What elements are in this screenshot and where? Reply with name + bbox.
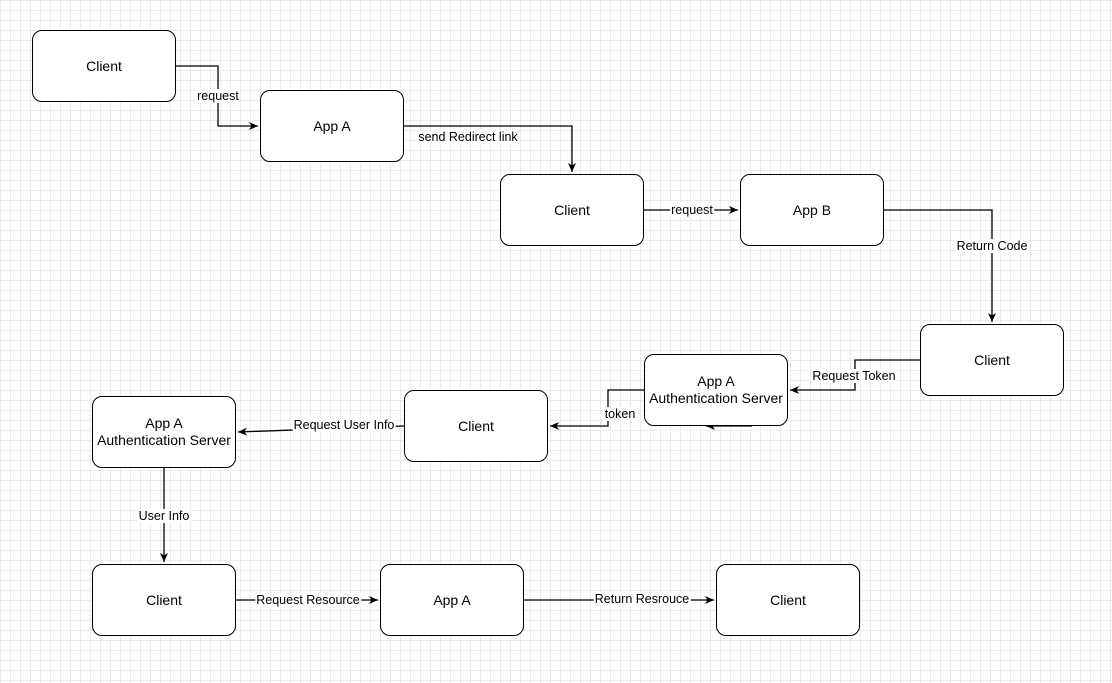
- edge-label-user-info: User Info: [137, 509, 191, 523]
- edge-label-request: request: [196, 89, 240, 103]
- node-app-a-2[interactable]: App A: [380, 564, 524, 636]
- node-app-a-1[interactable]: App A: [260, 90, 404, 162]
- node-label: App A Authentication Server: [649, 373, 783, 406]
- edge-label-request-token: Request Token: [811, 369, 897, 383]
- node-auth-server-1[interactable]: App A Authentication Server: [644, 354, 788, 426]
- node-label: App A: [313, 117, 351, 134]
- node-client-5[interactable]: Client: [92, 564, 236, 636]
- edge-label-return-resource: Return Resrouce: [593, 592, 691, 606]
- node-label: App B: [792, 201, 832, 218]
- edge-label-token: token: [603, 407, 637, 421]
- node-client-3[interactable]: Client: [920, 324, 1064, 396]
- edge-label-request: request: [670, 203, 714, 217]
- node-client-6[interactable]: Client: [716, 564, 860, 636]
- node-app-b[interactable]: App B: [740, 174, 884, 246]
- edge-label-request-user-info: Request User Info: [292, 418, 396, 432]
- node-label: Client: [770, 591, 806, 608]
- node-label: App A: [433, 591, 471, 608]
- edge-appA1-to-client2: [404, 125, 576, 172]
- node-auth-server-2[interactable]: App A Authentication Server: [92, 396, 236, 468]
- edge-label-return-code: Return Code: [955, 239, 1029, 253]
- node-label: App A Authentication Server: [97, 415, 231, 448]
- node-label: Client: [458, 417, 494, 434]
- node-client-4[interactable]: Client: [404, 390, 548, 462]
- edge-label-request-resource: Request Resource: [255, 593, 361, 607]
- node-label: Client: [86, 57, 122, 74]
- node-label: Client: [554, 201, 590, 218]
- edge-label-send-redirect-link: send Redirect link: [417, 130, 519, 144]
- edge-appB-to-client3: [884, 209, 996, 322]
- node-label: Client: [974, 351, 1010, 368]
- node-client-2[interactable]: Client: [500, 174, 644, 246]
- node-label: Client: [146, 591, 182, 608]
- node-client-1[interactable]: Client: [32, 30, 176, 102]
